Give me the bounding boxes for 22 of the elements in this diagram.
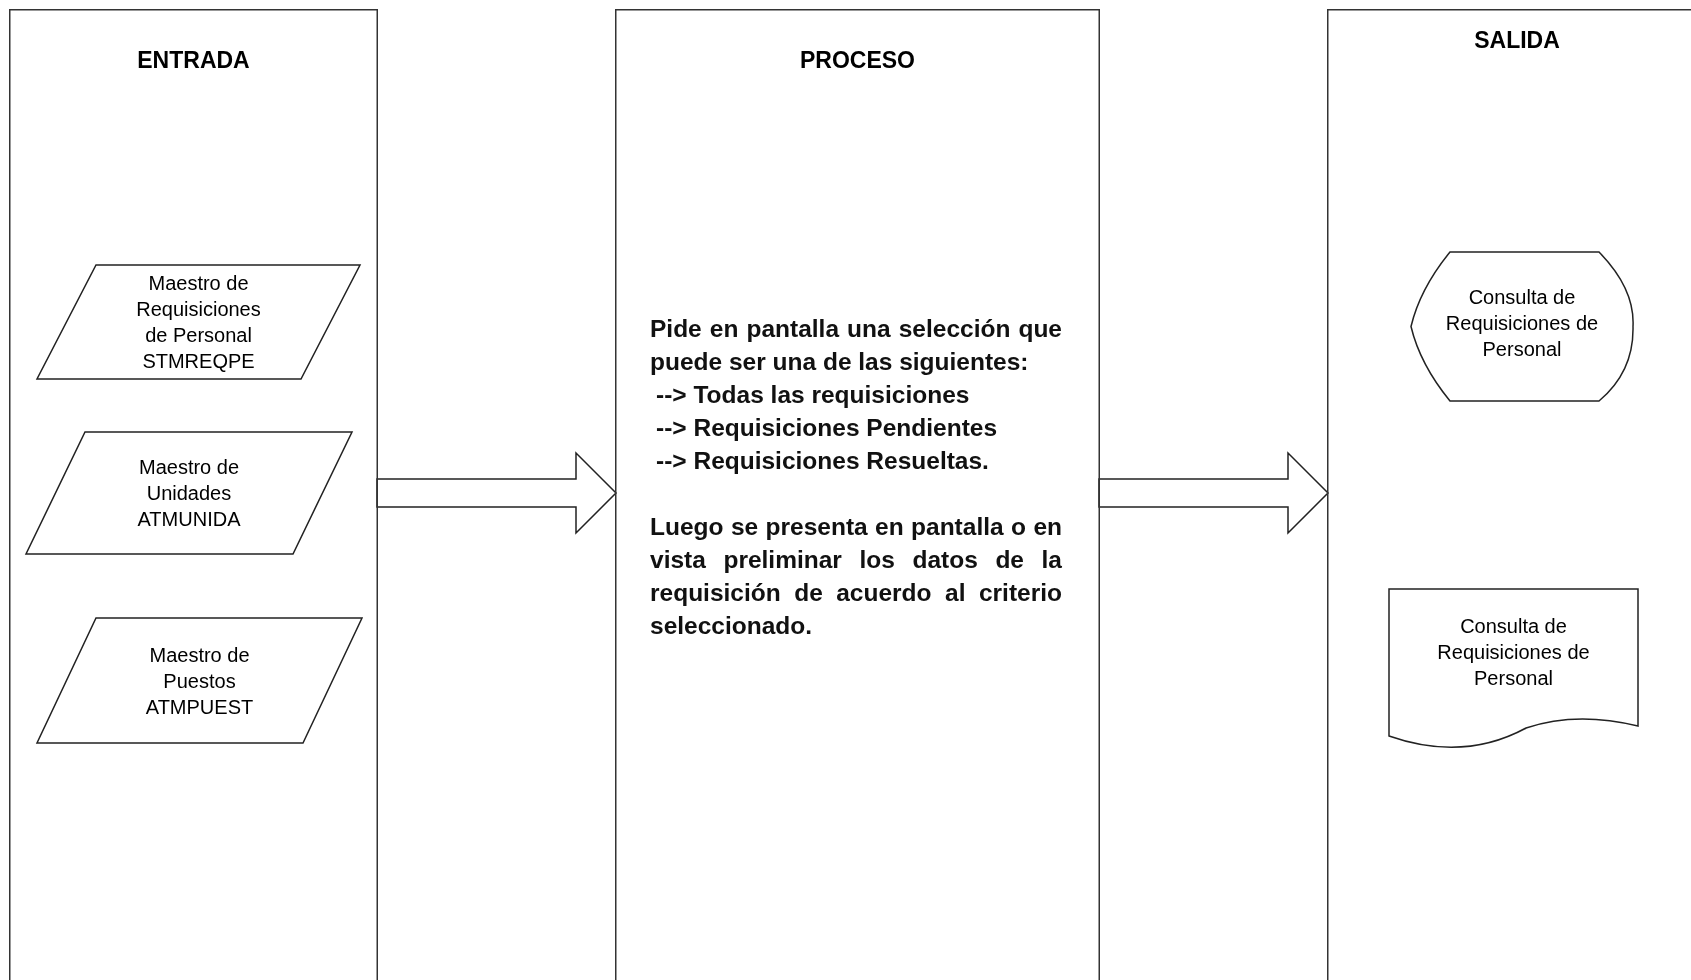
description-paragraph: Pide en pantalla una selección que puede ser una de las siguientes: [650,314,1062,377]
list-item: --> Requisiciones Pendientes [655,413,999,443]
shape-label: Consulta de Requisiciones de Personal [1444,284,1600,362]
data-parallelogram [25,431,353,555]
shape-label: Maestro de Requisiciones de Personal STMREQPE [135,271,262,374]
column-panel [1327,9,1691,980]
shape-label: Maestro de Puestos ATMPUEST [144,642,255,720]
data-parallelogram [36,264,361,380]
column-heading: ENTRADA [136,47,251,74]
shape-label: Maestro de Unidades ATMUNIDA [136,455,242,532]
display-shape [1410,251,1634,402]
list-item: --> Requisiciones Resueltas. [655,446,990,476]
column-panel [615,9,1100,980]
column-heading: PROCESO [799,47,916,74]
description-paragraph: Luego se presenta en pantalla o en vista preliminar los datos de la requisición de acuerdo al criterio seleccionado. [650,512,1062,641]
block-arrow [1098,451,1330,535]
block-arrow [376,451,618,535]
column-heading: SALIDA [1473,27,1561,54]
list-item: --> Todas las requisiciones [655,380,971,410]
data-parallelogram [36,617,363,744]
shape-label: Consulta de Requisiciones de Personal [1436,614,1591,691]
column-panel [9,9,378,980]
